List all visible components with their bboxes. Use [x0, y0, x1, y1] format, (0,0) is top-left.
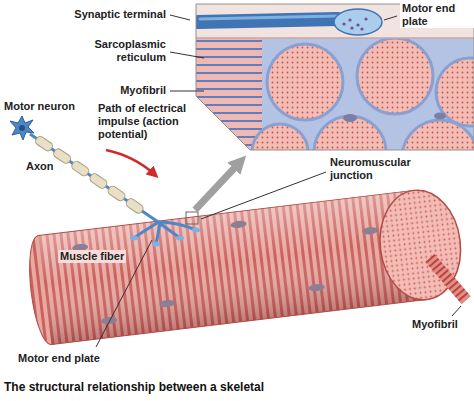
part-label: Axon: [26, 160, 54, 173]
axon-core: [30, 134, 158, 222]
vesicle: [348, 18, 351, 21]
leader-line: [170, 91, 204, 92]
myelin-segment: [52, 147, 72, 165]
fiber-edge: [52, 300, 427, 345]
axon-terminal-part: [130, 236, 138, 241]
axon-terminal-part: [152, 242, 160, 247]
axon-terminal-part: [176, 236, 184, 241]
part-label: Motor end plate: [400, 2, 474, 28]
neuron-nucleus: [19, 125, 25, 131]
neuron-body: [10, 116, 34, 140]
part-label: Synaptic terminal: [74, 8, 166, 21]
myofibril-bands: [430, 258, 466, 300]
axon-terminal-part: [158, 222, 196, 230]
axon-terminal-part: [192, 228, 200, 233]
myofibril-section: [402, 120, 474, 196]
mitochondrion: [434, 113, 446, 120]
impulse-arrow: [106, 150, 154, 174]
myofibril-rod: [430, 258, 466, 300]
myofibril-section: [357, 38, 433, 114]
nucleus: [230, 220, 247, 229]
myelin-segment: [34, 135, 54, 153]
myofibril-section: [267, 44, 343, 120]
part-label: Motor end plate: [18, 352, 100, 365]
nucleus: [159, 299, 176, 308]
axon-terminal-part: [156, 224, 160, 244]
nucleus: [362, 226, 379, 235]
vesicle: [360, 27, 363, 30]
myelin-segment: [125, 197, 145, 215]
part-label: Path of electrical impulse (action poten…: [98, 102, 194, 142]
figure-caption: The structural relationship between a sk…: [4, 380, 470, 394]
myelin-segment: [70, 160, 90, 178]
striated-region: [196, 38, 262, 150]
part-label: Sarcoplasmic reticulum: [66, 38, 166, 64]
fiber-edge: [38, 190, 413, 235]
fiber-shading: [38, 190, 426, 344]
myelin-segment: [88, 172, 108, 190]
muscle-fiber: [25, 186, 467, 347]
part-label: Myofibril: [412, 318, 458, 331]
axon-terminal-part: [134, 222, 158, 238]
vesicle: [342, 22, 345, 25]
part-label: Myofibril: [120, 84, 166, 97]
myelin-segment: [107, 185, 127, 203]
axon: [27, 130, 160, 225]
vesicle: [364, 17, 367, 20]
part-label: Motor neuron: [4, 100, 75, 113]
fiber-body: [38, 190, 426, 344]
axon-terminal: [130, 222, 200, 247]
leader-line: [170, 15, 190, 20]
nucleus: [308, 283, 325, 292]
part-label: Muscle fiber: [58, 250, 126, 263]
nucleus: [101, 316, 118, 325]
terminal-highlight: [200, 16, 336, 19]
myofibril-section: [252, 124, 308, 180]
leader-line: [452, 306, 461, 316]
mitochondrion: [343, 114, 357, 122]
end-plate: [334, 9, 382, 35]
surface-edge: [196, 37, 474, 39]
leader-line: [384, 16, 397, 20]
part-label: Neuromuscular junction: [330, 156, 430, 182]
fiber-cross-section: [374, 186, 467, 305]
vesicle: [356, 23, 359, 26]
junction-marker: [186, 212, 198, 224]
leader-line: [170, 52, 204, 58]
leader-line: [201, 172, 326, 219]
zoom-arrow: [195, 162, 240, 210]
vesicle: [350, 26, 353, 29]
